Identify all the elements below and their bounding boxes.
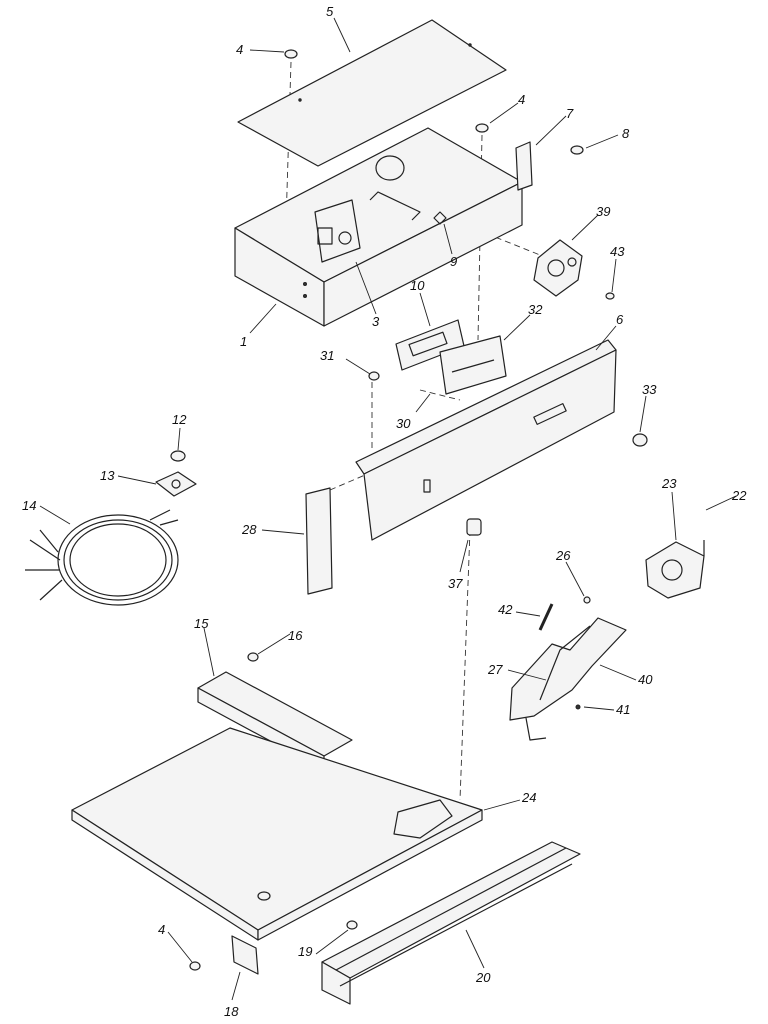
callout-7: 7 (566, 106, 574, 121)
callout-8: 8 (622, 126, 630, 141)
main-housing (234, 127, 523, 327)
screws (189, 49, 489, 971)
clip-37 (466, 518, 482, 536)
callout-37: 37 (448, 576, 463, 591)
callout-39: 39 (596, 204, 610, 219)
rod-42 (538, 603, 554, 631)
callout-9: 9 (450, 254, 457, 269)
callout-14: 14 (22, 498, 36, 513)
bracket-7 (515, 141, 533, 191)
control-switch-3 (314, 199, 361, 263)
callout-10: 10 (410, 278, 425, 293)
callout-27: 27 (487, 662, 503, 677)
callout-26: 26 (555, 548, 571, 563)
callout-6: 6 (616, 312, 624, 327)
callout-16: 16 (288, 628, 303, 643)
connector-9 (433, 211, 447, 225)
callout-5: 5 (326, 4, 334, 19)
pin-26 (583, 596, 591, 604)
callout-22: 22 (731, 488, 747, 503)
bracket-assembly-27-40 (509, 617, 627, 741)
callout-4-right: 4 (518, 92, 525, 107)
callout-19: 19 (298, 944, 312, 959)
base-plate-24 (71, 727, 483, 941)
callout-15: 15 (194, 616, 209, 631)
callout-32: 32 (528, 302, 543, 317)
callout-33: 33 (642, 382, 657, 397)
callout-23: 23 (661, 476, 677, 491)
rail-20 (321, 841, 581, 1005)
screw-8 (570, 145, 584, 155)
plate-13 (155, 471, 197, 497)
callout-42: 42 (498, 602, 513, 617)
control-panel-rail (355, 339, 617, 541)
callout-20: 20 (475, 970, 491, 985)
motor-assembly-23 (645, 540, 705, 599)
callout-18: 18 (224, 1004, 239, 1019)
screw-43 (605, 292, 615, 300)
callout-24: 24 (521, 790, 536, 805)
callout-40: 40 (638, 672, 653, 687)
callout-3: 3 (372, 314, 380, 329)
callout-4-bottom: 4 (158, 922, 165, 937)
callout-31: 31 (320, 348, 334, 363)
top-cover-panel (237, 19, 507, 167)
bracket-18 (231, 935, 259, 975)
callout-labels: 5 4 4 7 8 39 9 43 1 3 10 32 6 31 30 33 1… (22, 4, 747, 1019)
wire-harness-14 (25, 509, 179, 606)
callout-30: 30 (396, 416, 411, 431)
board-32 (439, 335, 507, 395)
callout-12: 12 (172, 412, 187, 427)
callout-13: 13 (100, 468, 115, 483)
leader-lines (39, 17, 737, 1001)
callout-28: 28 (241, 522, 257, 537)
knob-33 (632, 433, 648, 447)
callout-1: 1 (240, 334, 247, 349)
callout-41: 41 (616, 702, 630, 717)
side-panel-28 (305, 487, 333, 595)
callout-4-top: 4 (236, 42, 243, 57)
callout-43: 43 (610, 244, 625, 259)
motor-39 (533, 239, 583, 297)
grommet-12 (170, 450, 186, 462)
